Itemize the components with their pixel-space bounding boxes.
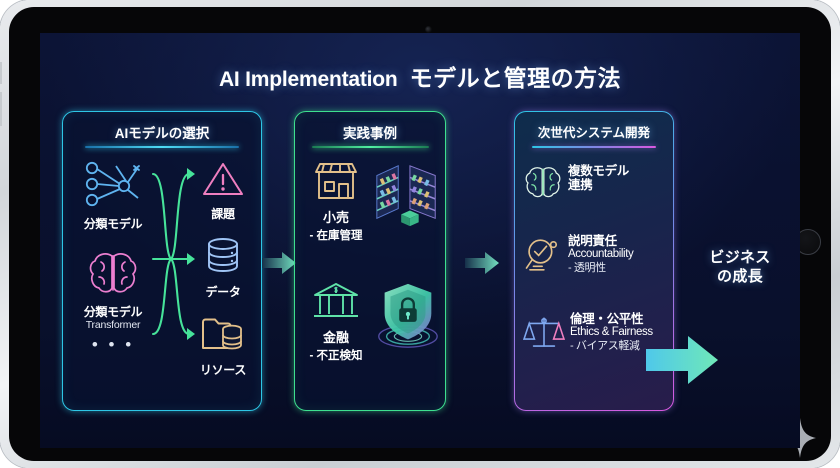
item-3-sub: - バイアス軽減 bbox=[570, 340, 640, 353]
panel-next-gen-system[interactable]: 次世代システム開発 bbox=[514, 111, 674, 411]
item-3-main: 倫理・公平性 bbox=[570, 312, 644, 326]
input-2-label: 分類モデル bbox=[83, 305, 143, 319]
output-issues[interactable]: 課題 bbox=[187, 160, 259, 222]
folder-database-icon bbox=[202, 318, 242, 350]
item-1-main: 複数モデル bbox=[568, 164, 630, 178]
title-japanese: モデルと管理の方法 bbox=[409, 65, 622, 91]
case-finance-sub: - 不正検知 bbox=[309, 350, 363, 362]
input-2-sublabel: Transformer bbox=[85, 319, 141, 331]
camera-dot bbox=[425, 26, 432, 33]
output-2-label: データ bbox=[205, 285, 241, 299]
case-retail-sub: - 在庫管理 bbox=[309, 230, 363, 242]
neural-network-icon bbox=[85, 161, 140, 207]
output-resources[interactable]: リソース bbox=[187, 314, 259, 378]
input-ellipsis: • • • bbox=[91, 335, 135, 354]
volume-button-down[interactable] bbox=[0, 92, 2, 126]
database-icon bbox=[208, 238, 238, 272]
outcome-business-growth: ビジネス の成長 bbox=[688, 249, 792, 287]
case-finance-text: $ 金融 - 不正検知 bbox=[301, 280, 371, 363]
connector-arrow-2 bbox=[465, 252, 499, 274]
item-accountability-text: 説明責任 Accountability - 透明性 bbox=[568, 234, 634, 275]
svg-text:$: $ bbox=[334, 287, 338, 294]
panel-2-title: 実践事例 bbox=[343, 126, 397, 141]
panel-1-inputs: 分類モデル bbox=[69, 160, 157, 355]
bank-icon: $ bbox=[314, 283, 359, 317]
item-1-main2: 連携 bbox=[568, 178, 593, 193]
panel-model-selection[interactable]: AIモデルの選択 bbox=[62, 111, 262, 411]
warning-triangle-icon bbox=[203, 163, 243, 195]
case-finance-title: 金融 bbox=[323, 330, 350, 345]
slide-screen: AI Implementation モデルと管理の方法 AIモデルの選択 bbox=[40, 33, 800, 448]
volume-button-up[interactable] bbox=[0, 62, 2, 84]
scales-icon bbox=[523, 317, 565, 347]
storefront-icon bbox=[315, 163, 357, 199]
panel-2-divider bbox=[311, 146, 429, 148]
output-3-label: リソース bbox=[199, 363, 247, 377]
input-transformer-model[interactable]: 分類モデル Transformer bbox=[69, 250, 157, 331]
connector-arrow-1 bbox=[262, 252, 296, 274]
item-multi-model-text: 複数モデル 連携 bbox=[568, 164, 629, 193]
item-2-sub: - 透明性 bbox=[568, 262, 606, 275]
brain-icon bbox=[525, 167, 561, 198]
magnifier-check-icon bbox=[525, 239, 558, 271]
item-2-main: 説明責任 bbox=[568, 234, 617, 248]
panel-3-title: 次世代システム開発 bbox=[537, 126, 651, 140]
shield-lock-art bbox=[378, 283, 438, 348]
page-title: AI Implementation モデルと管理の方法 bbox=[40, 59, 800, 93]
case-finance[interactable]: $ 金融 - 不正検知 bbox=[295, 280, 445, 363]
outcome-line-1: ビジネス bbox=[709, 249, 771, 266]
item-3-en: Ethics & Fairness bbox=[570, 326, 653, 339]
shelves-art bbox=[376, 164, 436, 226]
item-ethics-fairness[interactable]: 倫理・公平性 Ethics & Fairness - バイアス軽減 bbox=[523, 312, 673, 353]
panel-1-outputs: 課題 データ bbox=[187, 160, 259, 378]
item-accountability[interactable]: 説明責任 Accountability - 透明性 bbox=[523, 234, 673, 275]
output-1-label: 課題 bbox=[211, 207, 235, 221]
panel-1-title: AIモデルの選択 bbox=[114, 126, 210, 141]
item-multi-model[interactable]: 複数モデル 連携 bbox=[523, 164, 673, 201]
item-ethics-text: 倫理・公平性 Ethics & Fairness - バイアス軽減 bbox=[570, 312, 653, 353]
item-2-en: Accountability bbox=[568, 248, 634, 261]
gradient-arrow-right bbox=[646, 336, 718, 384]
case-retail-text: 小売 - 在庫管理 bbox=[301, 160, 371, 243]
sparkle-icon bbox=[784, 418, 816, 458]
outcome-line-2: の成長 bbox=[717, 267, 763, 285]
input-classification-model[interactable]: 分類モデル bbox=[69, 160, 157, 232]
output-data[interactable]: データ bbox=[187, 236, 259, 300]
brain-icon bbox=[89, 253, 137, 293]
title-english: AI Implementation bbox=[218, 68, 398, 91]
case-retail[interactable]: 小売 - 在庫管理 bbox=[295, 160, 445, 243]
panel-3-divider bbox=[532, 146, 656, 148]
panel-practical-cases[interactable]: 実践事例 bbox=[294, 111, 446, 411]
panel-1-divider bbox=[84, 146, 240, 148]
input-1-label: 分類モデル bbox=[83, 217, 143, 231]
case-retail-title: 小売 bbox=[323, 210, 350, 225]
model-flow-wires bbox=[151, 168, 195, 340]
panels-container: AIモデルの選択 bbox=[62, 111, 778, 416]
